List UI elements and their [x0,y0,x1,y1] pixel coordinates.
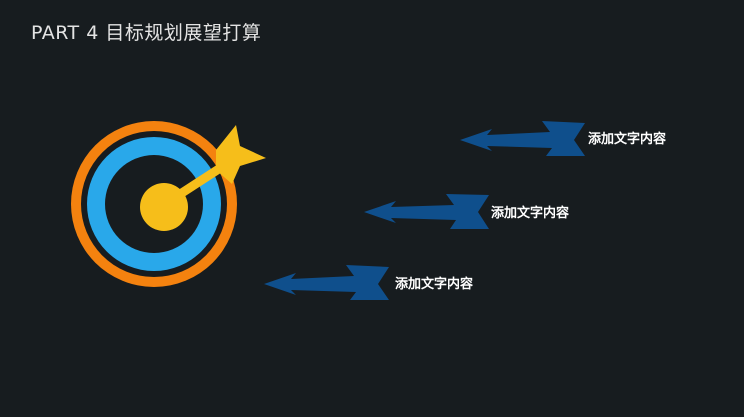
arrow-1-icon [460,121,585,156]
target-icon [71,121,266,287]
arrow-3-label: 添加文字内容 [395,277,474,292]
arrow-2-label: 添加文字内容 [491,206,570,221]
dart-tail [216,125,266,184]
arrow-1-label: 添加文字内容 [588,132,667,147]
page-title: PART 4 目标规划展望打算 [31,22,262,44]
arrow-2-icon [364,194,489,229]
arrow-3-icon [264,265,389,300]
